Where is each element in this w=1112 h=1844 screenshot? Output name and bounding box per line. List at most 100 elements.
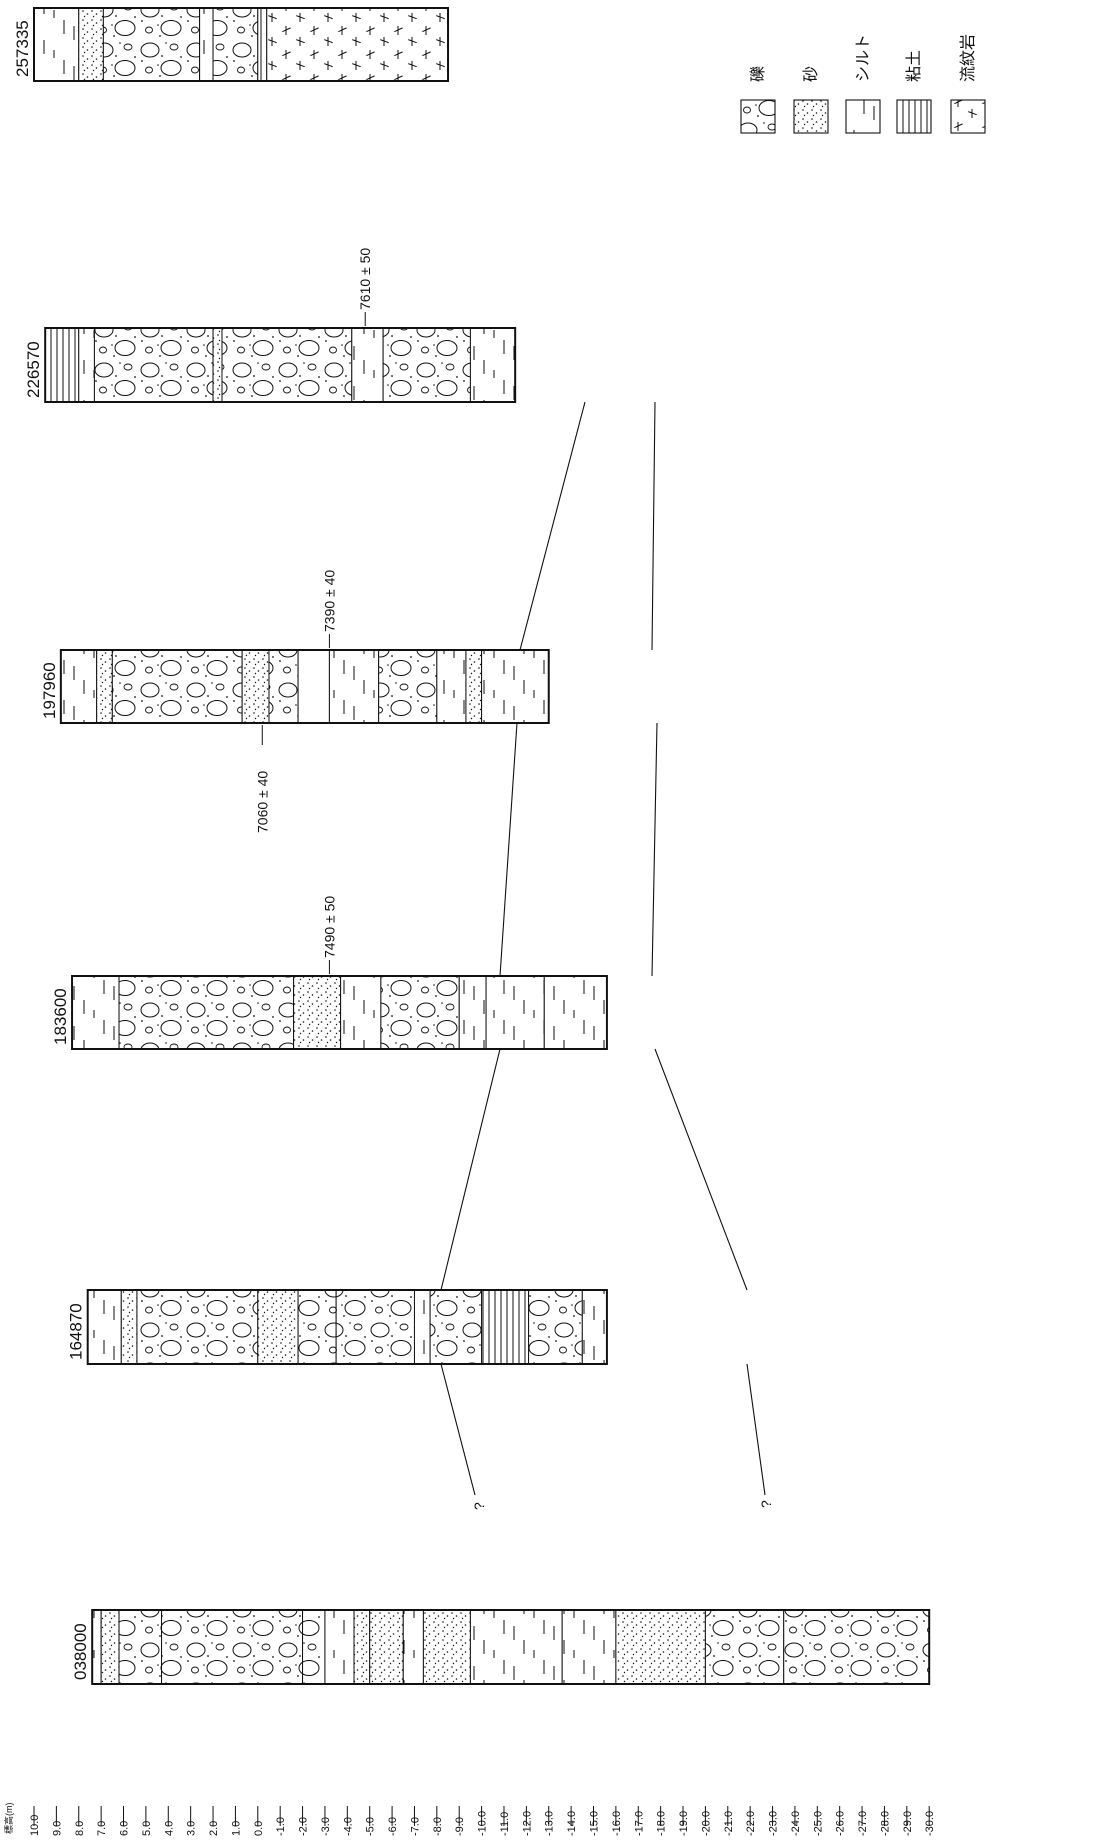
- correlation-line: [652, 402, 655, 650]
- scale-tick-label: 4.0: [163, 1821, 175, 1836]
- scale-tick: -25.0: [812, 1806, 824, 1836]
- scale-tick-label: -30.0: [924, 1811, 936, 1836]
- scale-tick: -5.0: [365, 1806, 377, 1836]
- legend-swatch-silt: [846, 100, 880, 133]
- scale-tick: -20.0: [700, 1806, 712, 1836]
- legend-item-clay: 粘土: [897, 50, 931, 133]
- layer-clay: [482, 1290, 529, 1364]
- borehole-257335: 257335: [13, 8, 448, 81]
- scale-tick-label: -24.0: [790, 1811, 802, 1836]
- layer-sand: [466, 650, 482, 723]
- scale-tick-label: -16.0: [611, 1811, 623, 1836]
- layer-silt: [403, 1610, 423, 1684]
- scale-tick: -10.0: [477, 1806, 489, 1836]
- scale-tick-label: -14.0: [566, 1811, 578, 1836]
- radiocarbon-date: 7610 ± 50: [357, 248, 373, 326]
- layer-sand: [423, 1610, 470, 1684]
- scale-tick: -26.0: [835, 1806, 847, 1836]
- scale-tick: -11.0: [499, 1806, 511, 1836]
- borehole-id-label: 197960: [40, 662, 59, 719]
- scale-tick: -1.0: [275, 1806, 287, 1836]
- scale-tick: -6.0: [387, 1806, 399, 1836]
- scale-tick-label: -7.0: [409, 1817, 421, 1836]
- scale-tick-label: -11.0: [499, 1812, 511, 1836]
- scale-tick: 5.0: [141, 1806, 153, 1836]
- scale-tick-label: 2.0: [208, 1821, 220, 1836]
- scale-tick-label: -5.0: [365, 1817, 377, 1836]
- layer-sand: [354, 1610, 370, 1684]
- scale-tick: 4.0: [163, 1806, 175, 1836]
- scale-tick: -14.0: [566, 1806, 578, 1836]
- legend-label: 礫: [749, 66, 767, 82]
- scale-tick: -17.0: [633, 1806, 645, 1836]
- scale-tick: 9.0: [51, 1806, 63, 1836]
- layer-gravel: [529, 1290, 583, 1364]
- scale-tick-label: -9.0: [454, 1817, 466, 1836]
- layer-gravel: [103, 8, 199, 81]
- scale-tick: -9.0: [454, 1806, 466, 1836]
- borehole-164870: 164870: [67, 1290, 607, 1364]
- scale-tick: -21.0: [723, 1806, 735, 1836]
- scale-tick-label: -22.0: [745, 1811, 757, 1836]
- scale-tick-label: -8.0: [432, 1817, 444, 1836]
- legend-swatch-rhyolite: [951, 100, 985, 133]
- scale-tick-label: 10.0: [29, 1815, 41, 1836]
- layer-gravel: [213, 8, 258, 81]
- correlation-line: [500, 723, 517, 976]
- layer-gravel: [119, 976, 294, 1049]
- scale-tick-label: 5.0: [141, 1821, 153, 1836]
- scale-tick-label: -6.0: [387, 1817, 399, 1836]
- scale-tick: -2.0: [298, 1806, 310, 1836]
- layer-silt: [470, 1610, 562, 1684]
- scale-tick: -23.0: [768, 1806, 780, 1836]
- scale-tick-label: -21.0: [723, 1811, 735, 1836]
- layer-silt: [200, 8, 213, 81]
- layer-sand: [370, 1610, 404, 1684]
- scale-tick: -7.0: [409, 1806, 421, 1836]
- scale-tick: -27.0: [857, 1806, 869, 1836]
- layer-gravel: [383, 328, 470, 402]
- scale-tick-label: 6.0: [119, 1821, 131, 1836]
- layer-gravel: [222, 328, 352, 402]
- layer-silt: [88, 1290, 122, 1364]
- scale-tick: -22.0: [745, 1806, 757, 1836]
- scale-tick-label: -29.0: [902, 1811, 914, 1836]
- layer-silt: [582, 1290, 607, 1364]
- layer-gravel: [119, 1610, 162, 1684]
- legend-item-gravel: 礫: [741, 66, 775, 133]
- radiocarbon-date: 7060 ± 40: [254, 725, 270, 833]
- legend-item-rhyolite: 流紋岩: [951, 34, 985, 133]
- layer-sand: [294, 976, 341, 1049]
- layer-gravel: [137, 1290, 258, 1364]
- borehole-id-label: 038000: [71, 1623, 90, 1680]
- scale-tick: 8.0: [74, 1806, 86, 1836]
- scale-tick: -3.0: [320, 1806, 332, 1836]
- layer-gravel: [162, 1610, 303, 1684]
- layer-gravel: [381, 976, 459, 1049]
- borehole-id-label: 226570: [24, 341, 43, 398]
- layer-gravel: [705, 1610, 783, 1684]
- scale-tick: 7.0: [96, 1806, 108, 1836]
- scale-tick-label: 1.0: [230, 1821, 242, 1836]
- date-label: 7490 ± 50: [321, 896, 337, 958]
- layer-gravel: [298, 1290, 336, 1364]
- uncertain-correlation-mark: ?: [758, 1500, 774, 1508]
- scale-tick-label: -12.0: [521, 1811, 533, 1836]
- legend-label: シルト: [855, 34, 872, 82]
- layer-silt: [352, 328, 383, 402]
- scale-tick-label: -25.0: [812, 1811, 824, 1836]
- scale-tick: -13.0: [544, 1806, 556, 1836]
- layer-clay: [258, 8, 267, 81]
- layer-silt: [562, 1610, 616, 1684]
- layer-silt: [79, 328, 95, 402]
- legend-label: 粘土: [905, 50, 923, 82]
- correlation-line: [747, 1364, 765, 1495]
- scale-tick: 3.0: [186, 1806, 198, 1836]
- scale-tick: 2.0: [208, 1806, 220, 1836]
- scale-tick-label: -1.0: [275, 1817, 287, 1836]
- scale-tick-label: 0.0: [253, 1821, 265, 1836]
